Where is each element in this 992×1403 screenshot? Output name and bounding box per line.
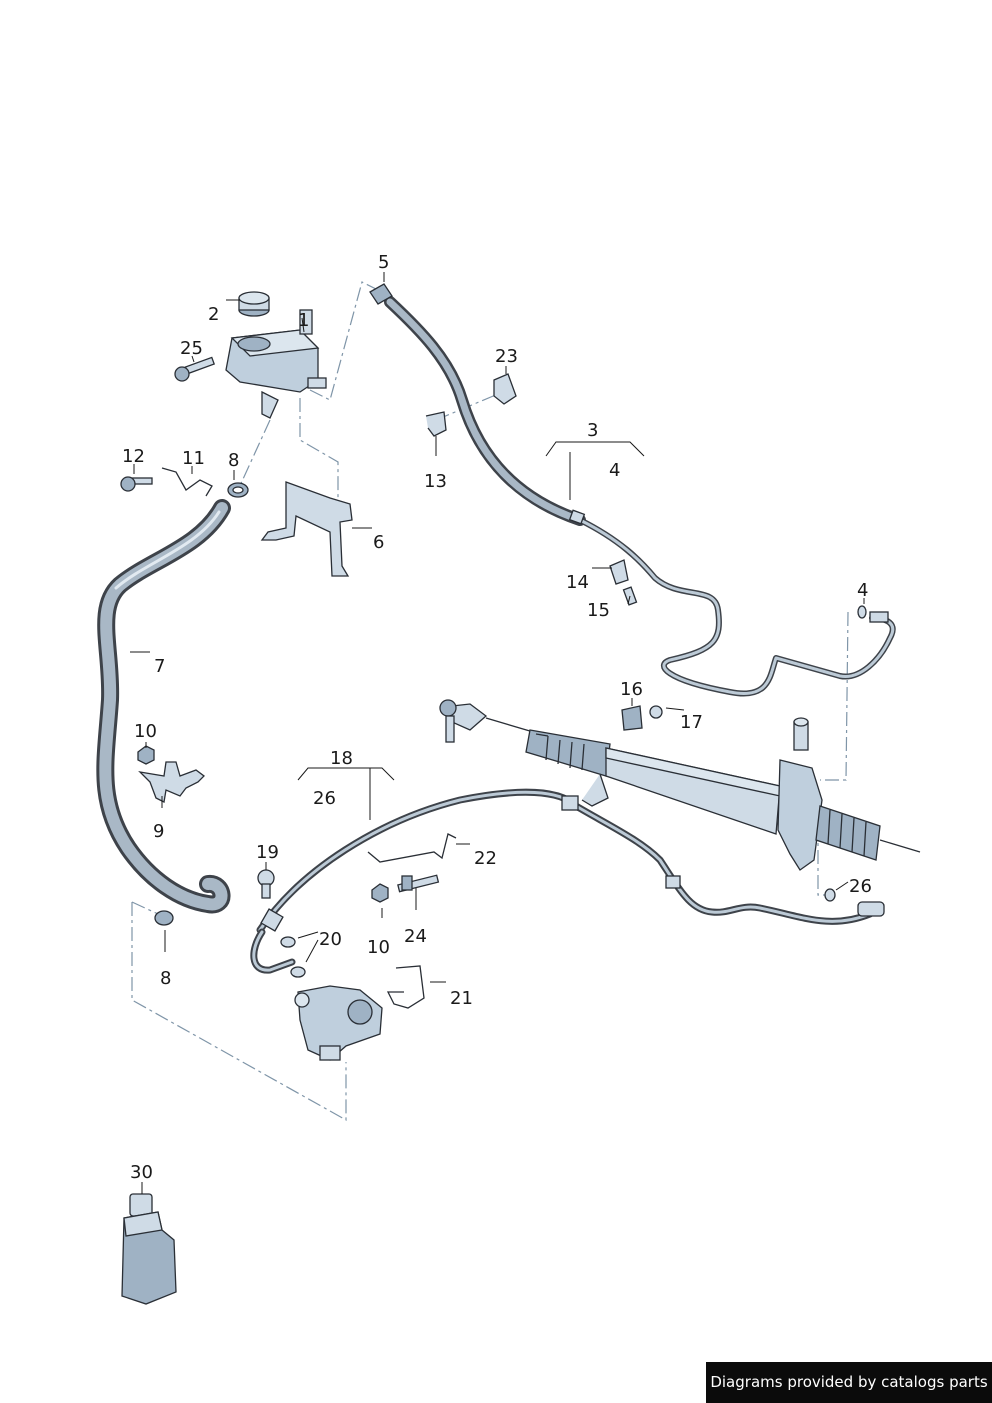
callout-numbers: 1 2 25 5 23 3 4 13 12 11 8 6 14 15 4 7 1… [122, 252, 872, 1183]
callout-5: 5 [378, 252, 389, 273]
pressure-line-18 [250, 788, 885, 974]
banjo-bolt-19 [257, 869, 275, 899]
clip-21 [386, 965, 425, 1009]
supply-hose-3 [384, 296, 896, 697]
bolt-12 [120, 476, 153, 492]
callout-6: 6 [373, 532, 384, 553]
stud-24 [397, 874, 440, 893]
callout-20: 20 [319, 929, 342, 950]
fluid-bottle-30 [121, 1193, 177, 1305]
callout-22: 22 [474, 848, 497, 869]
callout-15: 15 [587, 600, 610, 621]
callout-2: 2 [208, 304, 219, 325]
callout-25: 25 [180, 338, 203, 359]
callout-26-right: 26 [849, 876, 872, 897]
callout-30: 30 [130, 1162, 153, 1183]
seal-4 [857, 605, 867, 619]
power-steering-pump [294, 985, 383, 1061]
hose-clamp-8-lower [154, 910, 174, 926]
callout-3: 3 [587, 420, 598, 441]
hose-clamp-8-upper [227, 482, 249, 498]
bracket-9 [138, 761, 205, 803]
callout-12: 12 [122, 446, 145, 467]
clip-11 [161, 467, 213, 497]
callout-21: 21 [450, 988, 473, 1009]
callout-7: 7 [154, 656, 165, 677]
assembly-guide-lines [131, 281, 849, 1122]
callout-8-lower: 8 [160, 968, 171, 989]
seals-20 [280, 936, 306, 978]
bolt-25 [174, 356, 216, 382]
catalog-credit-banner: Diagrams provided by catalogs parts [706, 1362, 992, 1403]
callout-4-upper: 4 [609, 460, 620, 481]
clip-23 [493, 373, 517, 405]
callout-18: 18 [330, 748, 353, 769]
callout-17: 17 [680, 712, 703, 733]
callout-9: 9 [153, 821, 164, 842]
steering-rack [439, 699, 921, 871]
return-hose-7 [96, 499, 231, 914]
callout-24: 24 [404, 926, 427, 947]
callout-8-upper: 8 [228, 450, 239, 471]
nut-10-lower [371, 883, 389, 903]
reservoir-1 [225, 309, 327, 419]
callout-leaders [130, 272, 865, 1194]
callout-11: 11 [182, 448, 205, 469]
callout-14: 14 [566, 572, 589, 593]
bushing-16 [621, 705, 643, 731]
reservoir-cap-2 [238, 291, 270, 317]
callout-23: 23 [495, 346, 518, 367]
callout-19: 19 [256, 842, 279, 863]
clip-13 [425, 411, 447, 437]
callout-16: 16 [620, 679, 643, 700]
callout-13: 13 [424, 471, 447, 492]
clip-17 [649, 705, 663, 719]
seal-26 [824, 888, 836, 902]
callout-26-upper: 26 [313, 788, 336, 809]
bracket-22 [367, 833, 457, 863]
bracket-6 [260, 481, 353, 577]
hose-clamp-5 [369, 283, 393, 305]
callout-10-lower: 10 [367, 937, 390, 958]
clamp-14 [609, 559, 629, 585]
nut-10-upper [137, 745, 155, 765]
callout-1: 1 [298, 310, 309, 331]
callout-10-upper: 10 [134, 721, 157, 742]
callout-4-right: 4 [857, 580, 868, 601]
